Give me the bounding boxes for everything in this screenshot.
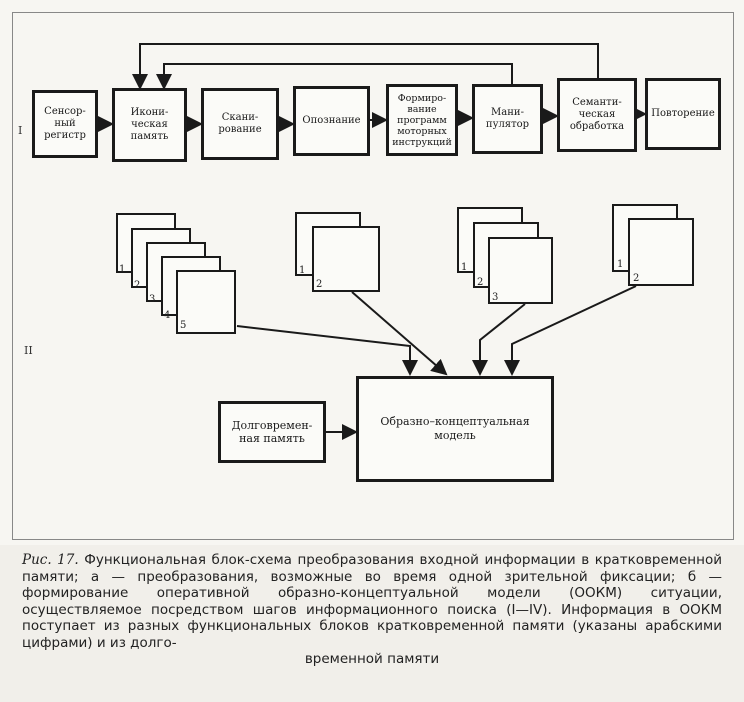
stack3-number-1: 1 bbox=[461, 262, 468, 273]
box-semantic-processing: Семанти- ческая обработка bbox=[557, 78, 637, 152]
caption-text: Функциональная блок-схема преобразования… bbox=[22, 552, 722, 651]
caption-figure-number: Рис. 17. bbox=[22, 552, 79, 568]
arrow-stack4-model bbox=[504, 285, 637, 376]
stack4-number-2: 2 bbox=[633, 273, 640, 284]
stack4-number-1: 1 bbox=[617, 259, 624, 270]
stack1-sheet-5 bbox=[176, 270, 236, 334]
stack3-number-2: 2 bbox=[477, 277, 484, 288]
arrow-stack1-model bbox=[236, 325, 418, 376]
stack1-number-2: 2 bbox=[134, 280, 141, 291]
stack1-number-4: 4 bbox=[164, 310, 171, 321]
stack1-number-5: 5 bbox=[180, 320, 187, 331]
stack2-number-1: 1 bbox=[299, 265, 306, 276]
stack3-number-3: 3 bbox=[492, 292, 499, 303]
box-scanning: Скани- рование bbox=[201, 88, 279, 160]
feedback-arrow-manipulator bbox=[156, 63, 513, 90]
connector-lines bbox=[98, 43, 647, 440]
box-motor-programs: Формиро- вание программ моторных инструк… bbox=[386, 84, 458, 156]
feedback-arrow-semantic bbox=[132, 43, 599, 90]
diagram-frame bbox=[12, 12, 734, 540]
stack1-number-1: 1 bbox=[119, 264, 126, 275]
figure-caption: Рис. 17. Функциональная блок-схема преоб… bbox=[22, 552, 722, 668]
stack2-number-2: 2 bbox=[316, 279, 323, 290]
arrow-stack2-model bbox=[351, 291, 448, 376]
box-manipulator: Мани- пулятор bbox=[472, 84, 543, 154]
box-long-term-memory: Долговремен- ная память bbox=[218, 401, 326, 463]
box-iconic-memory: Икони- ческая память bbox=[112, 88, 187, 162]
stack4-sheet-2 bbox=[628, 218, 694, 286]
box-image-conceptual-model: Образно–концептуальная модель bbox=[356, 376, 554, 482]
diagram-panel: I II Сенсор- ный регистр Икони- ческая п… bbox=[12, 12, 734, 540]
box-repetition: Повторение bbox=[645, 78, 721, 150]
box-sensory-register: Сенсор- ный регистр bbox=[32, 90, 98, 158]
box-recognition: Опознание bbox=[293, 86, 370, 156]
stack3-sheet-3 bbox=[488, 237, 553, 304]
row-label-I: I bbox=[18, 124, 23, 137]
stack2-sheet-2 bbox=[312, 226, 380, 292]
row-label-II: II bbox=[24, 344, 33, 357]
arrow-stack3-model bbox=[472, 303, 526, 376]
caption-last-line: временной памяти bbox=[304, 651, 440, 667]
stack1-number-3: 3 bbox=[149, 294, 156, 305]
